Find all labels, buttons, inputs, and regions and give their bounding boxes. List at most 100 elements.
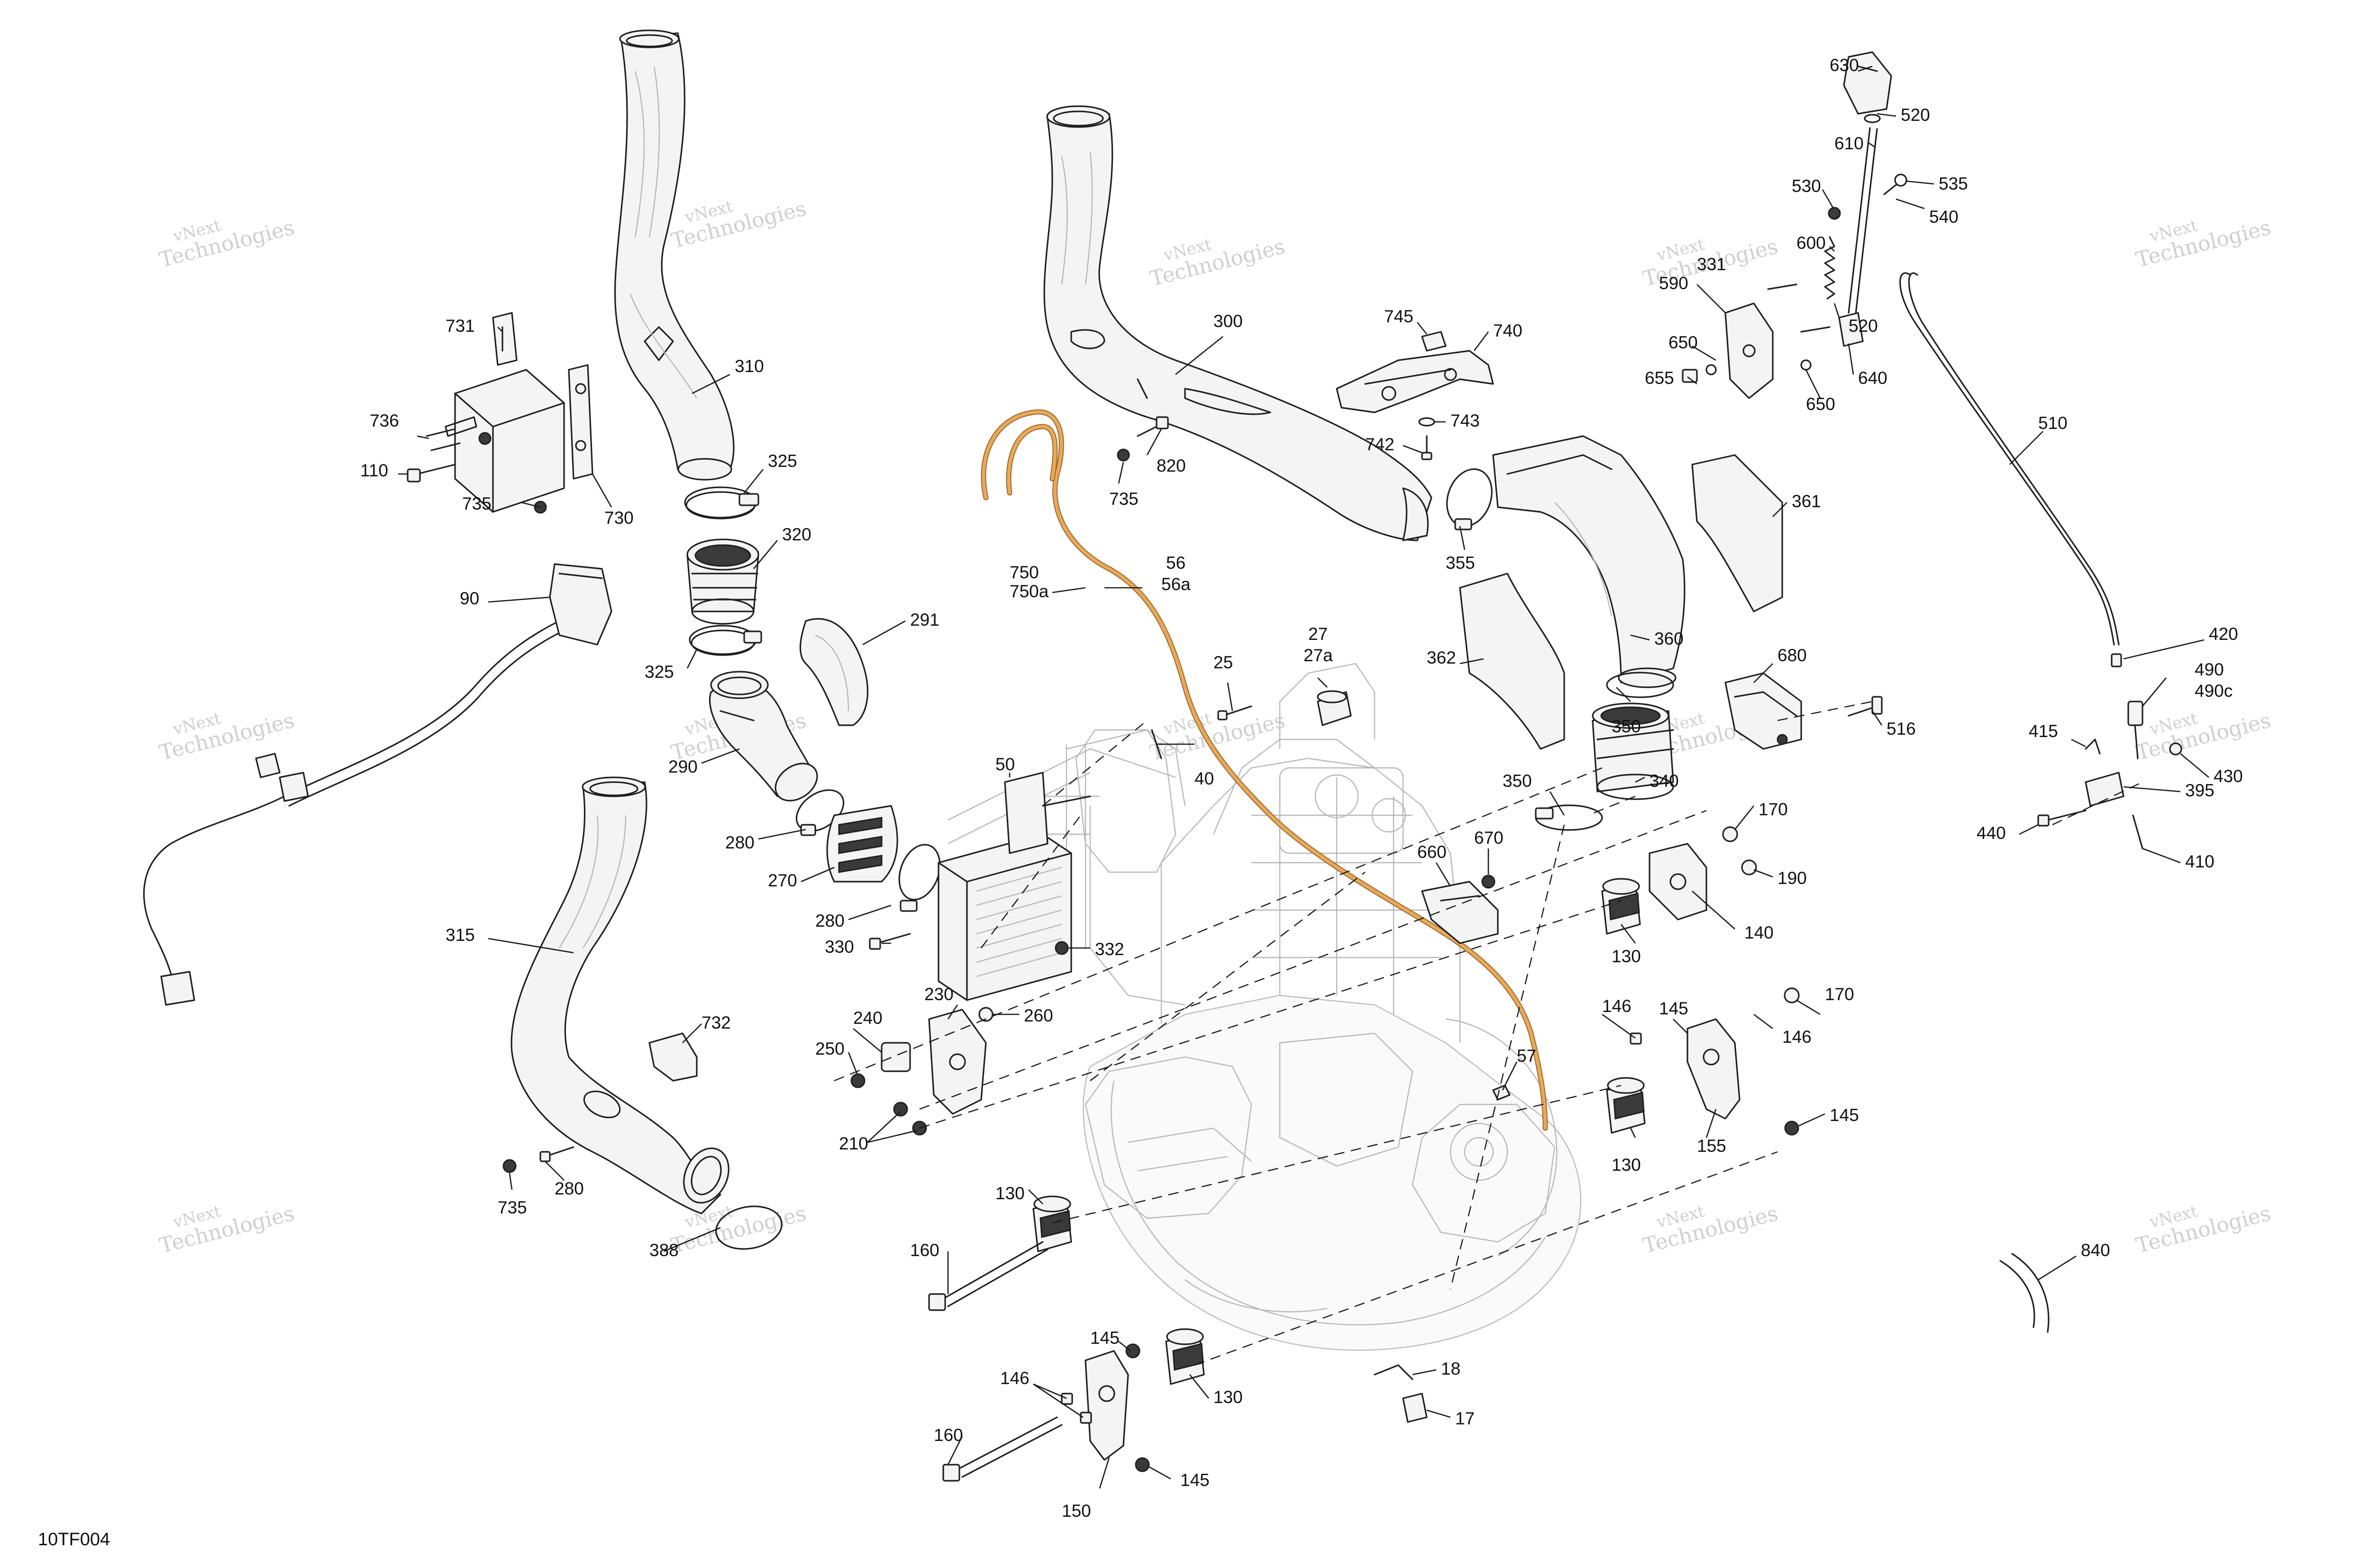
callout-140: 140 bbox=[1744, 923, 1774, 942]
bolt-742 bbox=[1421, 435, 1432, 460]
callout-655: 655 bbox=[1645, 368, 1674, 388]
callout-510: 510 bbox=[2038, 413, 2068, 433]
callout-590: 590 bbox=[1659, 273, 1688, 293]
callout-270: 270 bbox=[768, 871, 797, 890]
callout-745: 745 bbox=[1384, 307, 1413, 326]
callout-430: 430 bbox=[2214, 766, 2243, 786]
duct-291 bbox=[799, 618, 868, 726]
callout-25: 25 bbox=[1213, 653, 1233, 672]
callout-820: 820 bbox=[1157, 456, 1186, 475]
callout-410: 410 bbox=[2185, 852, 2215, 871]
callout-146b: 146 bbox=[1782, 1027, 1812, 1047]
svg-text:Technologies: Technologies bbox=[157, 1201, 297, 1258]
callout-640: 640 bbox=[1858, 368, 1887, 388]
callout-840: 840 bbox=[2081, 1240, 2110, 1260]
callout-750: 750 bbox=[1010, 563, 1039, 582]
nut-170-top bbox=[1722, 826, 1738, 842]
elbow-290 bbox=[709, 671, 818, 802]
intake-tube-310 bbox=[614, 29, 735, 481]
svg-text:Technologies: Technologies bbox=[669, 1201, 809, 1258]
callout-300: 300 bbox=[1213, 311, 1243, 331]
svg-text:Technologies: Technologies bbox=[157, 215, 297, 272]
mount-130-upper bbox=[1601, 878, 1641, 935]
nut-530 bbox=[1828, 207, 1841, 220]
callout-362: 362 bbox=[1427, 648, 1456, 667]
callout-56: 56 bbox=[1166, 553, 1185, 573]
clamp-325-top bbox=[684, 486, 759, 520]
bolt-736 bbox=[426, 428, 461, 451]
nut-260 bbox=[978, 1007, 994, 1022]
callout-650b: 650 bbox=[1806, 394, 1835, 414]
callout-325: 325 bbox=[768, 451, 797, 471]
rod-end-490 bbox=[2127, 701, 2143, 759]
callout-18: 18 bbox=[1441, 1359, 1460, 1378]
coupler-320 bbox=[686, 538, 759, 625]
callout-730: 730 bbox=[604, 508, 634, 528]
callout-650: 650 bbox=[1668, 333, 1698, 352]
elbow-360 bbox=[1492, 435, 1686, 688]
clamp-280 bbox=[795, 789, 845, 836]
callout-145b: 145 bbox=[1830, 1105, 1859, 1125]
clamp-325-bottom bbox=[689, 625, 762, 656]
callout-310: 310 bbox=[735, 356, 764, 376]
joint-395 bbox=[2085, 772, 2124, 807]
callout-355: 355 bbox=[1446, 553, 1475, 573]
callout-280c: 280 bbox=[555, 1179, 584, 1198]
callout-145c: 145 bbox=[1090, 1328, 1120, 1348]
callout-490: 490 bbox=[2195, 660, 2224, 679]
callout-160: 160 bbox=[910, 1240, 939, 1260]
shift-rod-510 bbox=[1899, 272, 2120, 646]
callout-742: 742 bbox=[1365, 435, 1395, 454]
bolt-280-left bbox=[539, 1146, 574, 1162]
svg-text:Technologies: Technologies bbox=[1148, 234, 1287, 291]
bushing-655 bbox=[1682, 369, 1698, 383]
svg-text:Technologies: Technologies bbox=[669, 196, 809, 253]
callout-332: 332 bbox=[1095, 939, 1124, 959]
callout-27: 27 bbox=[1308, 624, 1328, 644]
callout-280b: 280 bbox=[815, 911, 845, 930]
nut-170 bbox=[1784, 987, 1800, 1003]
nut-145-right bbox=[1784, 1121, 1799, 1136]
drawing-code: 10TF004 bbox=[38, 1530, 110, 1550]
engine-block bbox=[1043, 663, 1581, 1351]
nut-520-top bbox=[1864, 114, 1881, 123]
callout-325b: 325 bbox=[645, 662, 674, 682]
callout-90: 90 bbox=[460, 589, 479, 608]
bolt-146 bbox=[1630, 1032, 1642, 1045]
callout-170: 170 bbox=[1759, 800, 1788, 819]
callout-361: 361 bbox=[1792, 492, 1821, 511]
callout-56a: 56a bbox=[1161, 574, 1191, 594]
callout-520b: 520 bbox=[1849, 316, 1878, 336]
callout-280: 280 bbox=[725, 833, 755, 852]
grommet-27 bbox=[1317, 690, 1352, 726]
callout-27a: 27a bbox=[1304, 646, 1333, 665]
callout-240: 240 bbox=[853, 1008, 883, 1028]
callout-736: 736 bbox=[370, 411, 399, 430]
callout-290: 290 bbox=[668, 757, 698, 776]
bracket-732 bbox=[648, 1032, 698, 1082]
bracket-660 bbox=[1421, 881, 1499, 944]
nut-250 bbox=[850, 1073, 866, 1088]
callout-600: 600 bbox=[1796, 233, 1826, 253]
nut-190 bbox=[1741, 859, 1757, 875]
washer-743 bbox=[1418, 417, 1435, 427]
clip-420 bbox=[2111, 653, 2122, 667]
callout-680: 680 bbox=[1778, 646, 1807, 665]
plug-17 bbox=[1402, 1393, 1428, 1423]
mount-240 bbox=[881, 1042, 911, 1072]
callout-735: 735 bbox=[462, 494, 492, 513]
nut-145-bottom bbox=[1125, 1343, 1150, 1472]
callout-331: 331 bbox=[1697, 255, 1726, 274]
callout-731: 731 bbox=[446, 316, 475, 336]
svg-text:Technologies: Technologies bbox=[2133, 708, 2273, 765]
clamp-350-top bbox=[1606, 672, 1674, 698]
alignment-lines bbox=[834, 701, 2143, 1366]
callout-57: 57 bbox=[1517, 1046, 1536, 1066]
callout-440: 440 bbox=[1977, 823, 2006, 843]
callout-160b: 160 bbox=[934, 1425, 963, 1445]
svg-text:Technologies: Technologies bbox=[2133, 1201, 2273, 1258]
leader-lines bbox=[398, 65, 2209, 1489]
callout-670: 670 bbox=[1474, 828, 1504, 848]
callout-145d: 145 bbox=[1180, 1470, 1210, 1490]
